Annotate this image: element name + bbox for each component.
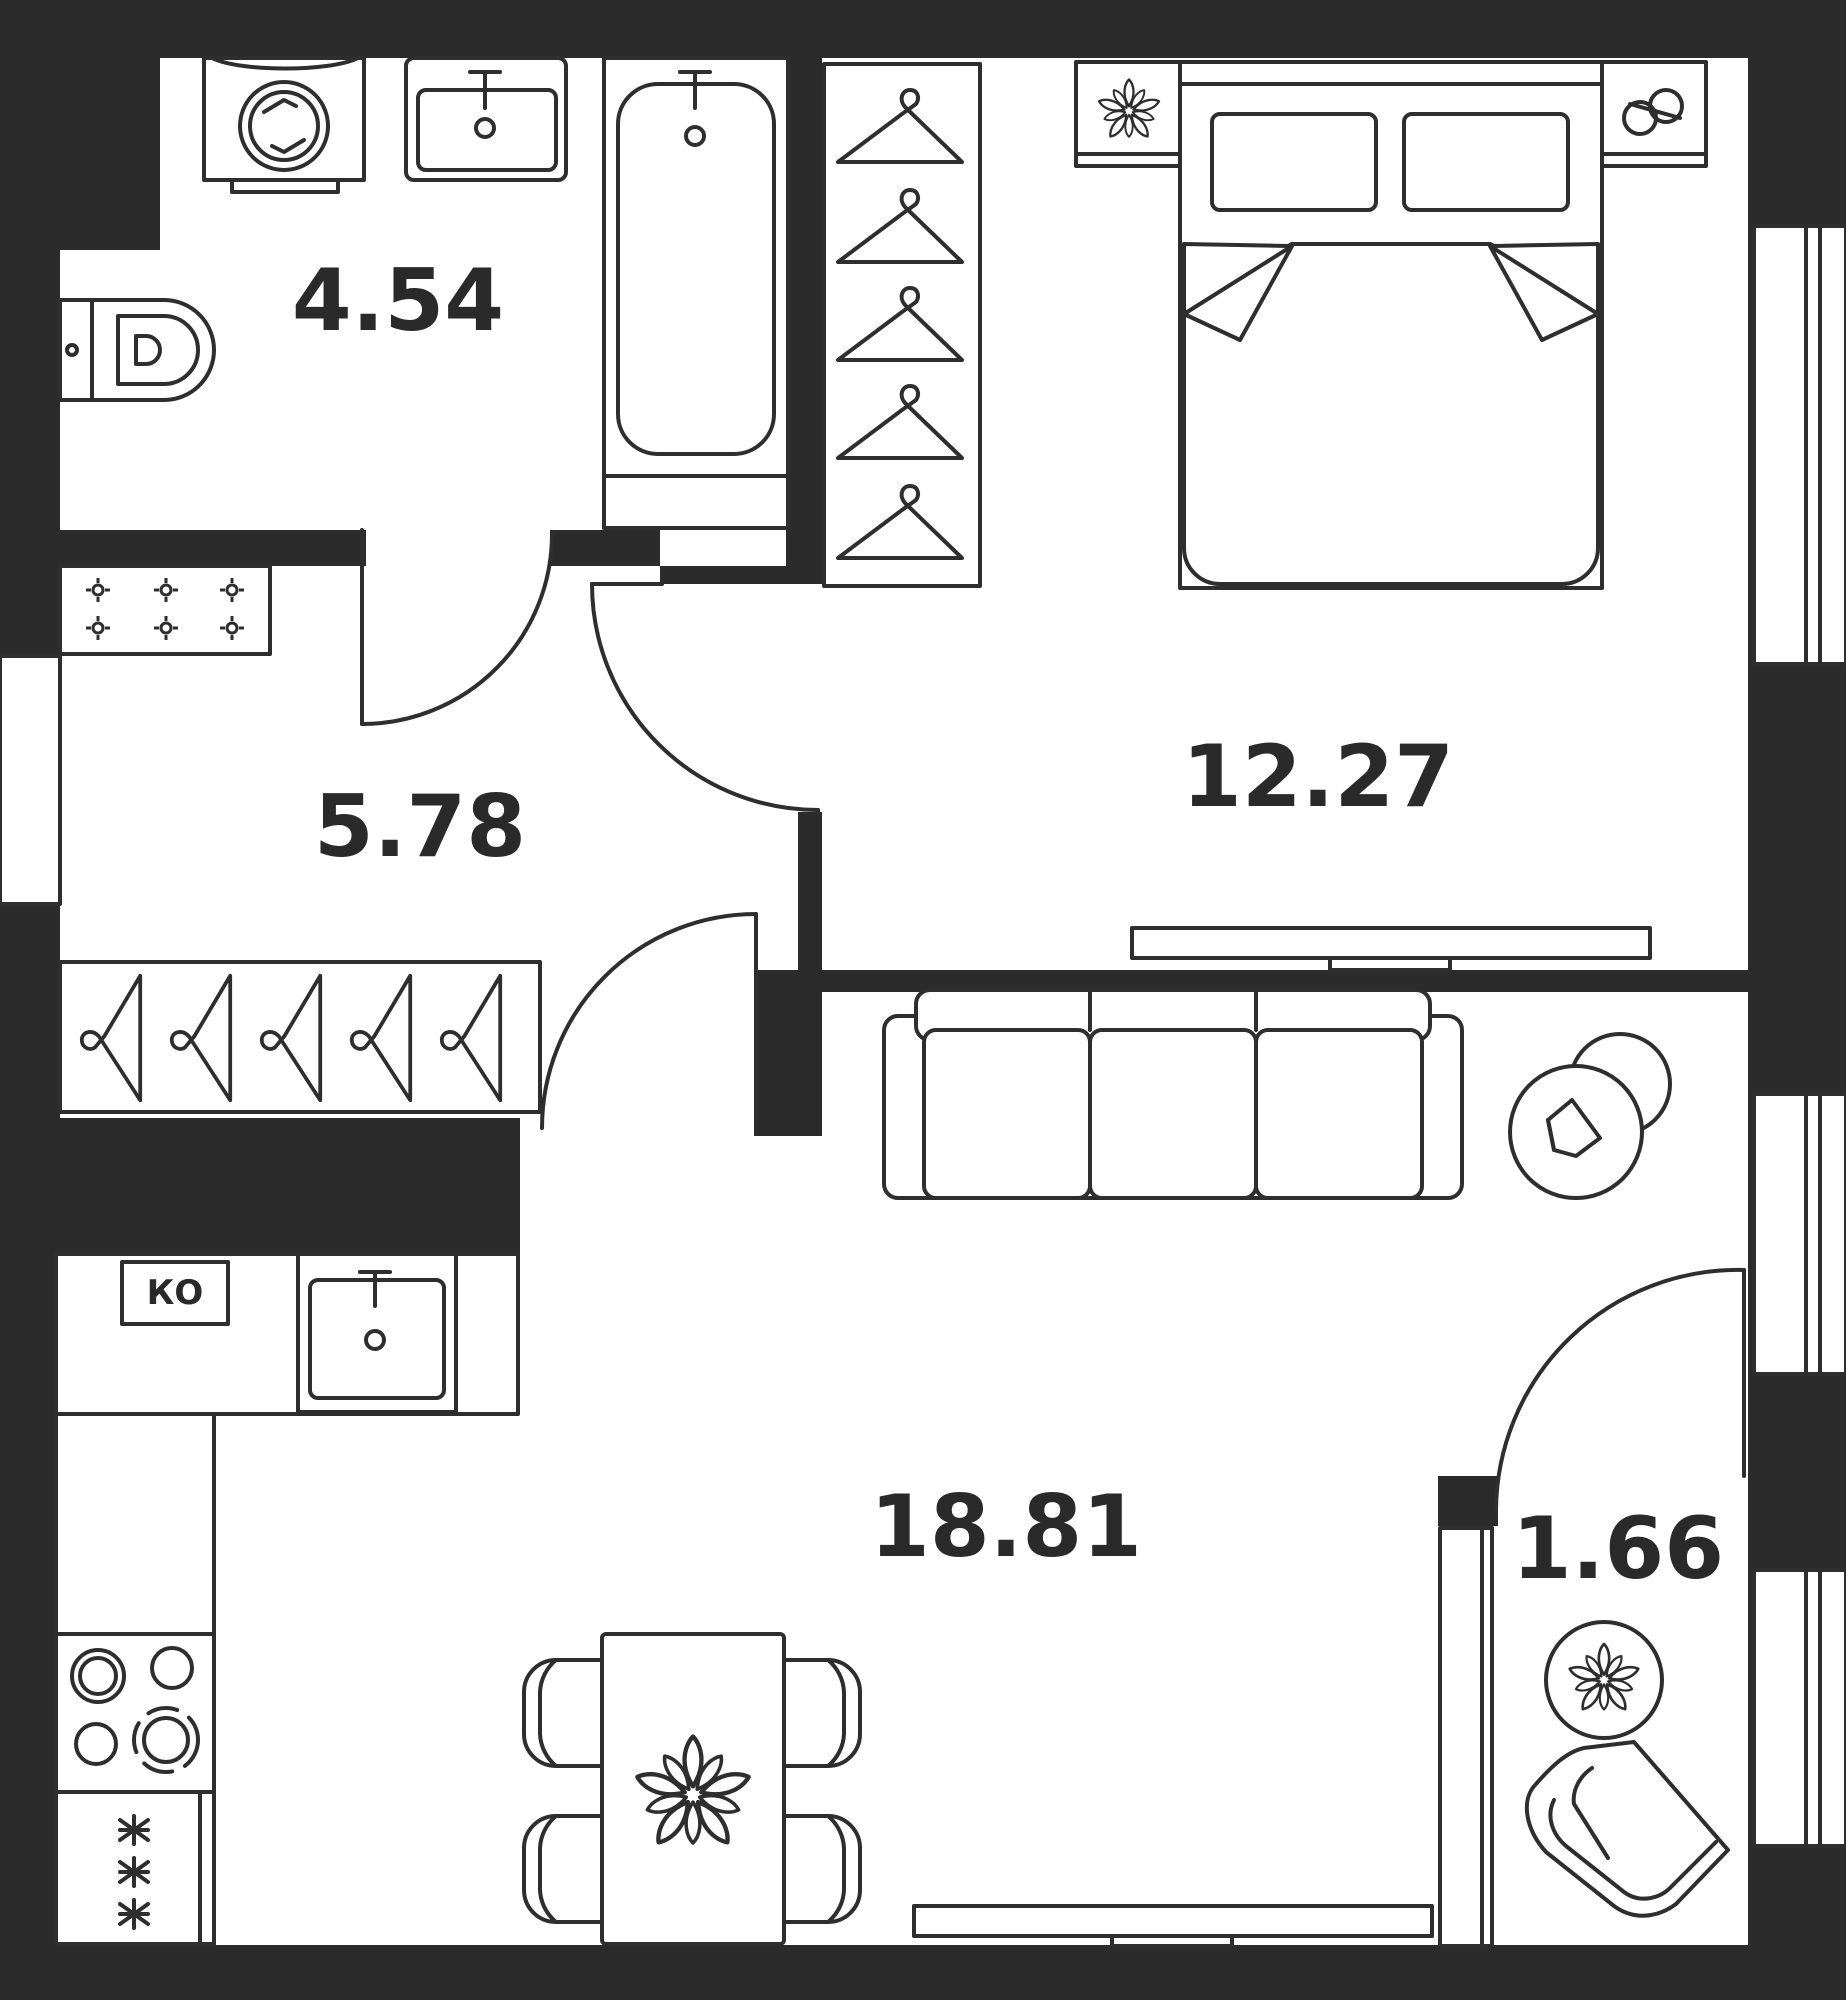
stove-icon bbox=[54, 1632, 216, 1794]
doors bbox=[360, 528, 1746, 1512]
bathroom: 4.54 bbox=[58, 56, 790, 530]
coffee-table-icon bbox=[1508, 1032, 1672, 1200]
armchair-icon bbox=[1524, 1740, 1730, 1918]
windows bbox=[0, 224, 1846, 1948]
room-area-balcony: 1.66 bbox=[1512, 1499, 1724, 1599]
partition-hall-bedroom bbox=[798, 812, 822, 992]
chair-icon bbox=[778, 1814, 862, 1924]
room-area-living-kitchen: 18.81 bbox=[870, 1477, 1142, 1577]
living-kitchen: КО bbox=[54, 988, 1672, 1948]
sofa-icon bbox=[882, 988, 1464, 1200]
window-icon bbox=[1752, 1092, 1846, 1376]
room-area-bedroom: 12.27 bbox=[1182, 727, 1454, 827]
partition-bath-left bbox=[60, 530, 366, 566]
room-area-bathroom: 4.54 bbox=[292, 251, 504, 351]
bathtub-icon bbox=[602, 56, 790, 530]
tv-stand-icon bbox=[912, 1904, 1434, 1948]
partition-bath-corner bbox=[660, 566, 822, 584]
shoe-rack-icon bbox=[58, 564, 272, 656]
partition-bath-wardrobe bbox=[786, 58, 822, 584]
sink-icon bbox=[296, 1252, 458, 1414]
washing-machine-icon bbox=[202, 56, 366, 194]
chair-icon bbox=[778, 1658, 862, 1768]
kitchen-cabinet-marker: КО bbox=[120, 1260, 230, 1326]
wardrobe-icon bbox=[822, 62, 982, 588]
kitchen-counter: КО bbox=[54, 1252, 520, 1946]
partition-balcony bbox=[1438, 1476, 1498, 1526]
partition-bath-door bbox=[550, 530, 660, 566]
tv-stand-icon bbox=[1130, 926, 1652, 972]
partition-hall-living bbox=[754, 970, 822, 1136]
hallway: 5.78 bbox=[58, 564, 542, 1114]
chair-icon bbox=[522, 1814, 606, 1924]
door-icon bbox=[540, 912, 758, 1130]
balcony-window-icon bbox=[1438, 1526, 1494, 1948]
room-area-hallway: 5.78 bbox=[314, 777, 526, 877]
window-icon bbox=[1752, 1568, 1846, 1848]
kitchen-cabinet-label: КО bbox=[147, 1273, 204, 1313]
nightstand-icon bbox=[1074, 60, 1182, 168]
partition-hall-kitchen bbox=[60, 1118, 520, 1254]
window-icon bbox=[1752, 224, 1846, 666]
bed-icon bbox=[1178, 60, 1604, 590]
balcony: 1.66 bbox=[1512, 1499, 1730, 1918]
dishwasher-icon bbox=[54, 1790, 216, 1946]
nightstand-icon bbox=[1600, 60, 1708, 168]
toilet-icon bbox=[58, 298, 216, 402]
door-icon bbox=[1494, 1267, 1746, 1512]
wardrobe-icon bbox=[58, 960, 542, 1114]
door-icon bbox=[590, 582, 820, 814]
door-icon bbox=[360, 528, 554, 726]
partition-bedroom-living bbox=[822, 970, 1748, 992]
bedroom: 12.27 bbox=[822, 60, 1708, 972]
sink-icon bbox=[404, 56, 568, 182]
dining-table-icon bbox=[522, 1632, 862, 1946]
window-icon bbox=[0, 654, 62, 906]
side-table-icon bbox=[1544, 1620, 1664, 1740]
chair-icon bbox=[522, 1658, 606, 1768]
